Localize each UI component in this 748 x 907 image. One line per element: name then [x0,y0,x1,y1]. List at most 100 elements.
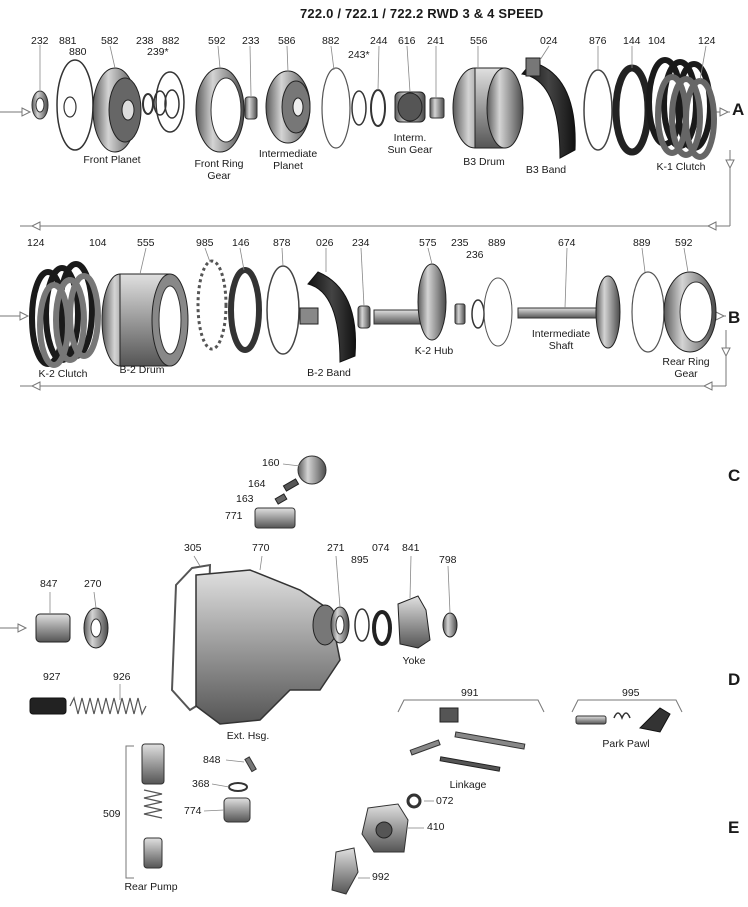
part-556-b3-drum [452,67,524,149]
part-number: 880 [69,46,87,58]
part-number: 991 [461,687,479,699]
part-026-b2-band [299,271,357,363]
part-number: 556 [470,35,488,47]
row-label-a: A [732,100,745,119]
linkage-bracket [397,699,545,713]
part-number: 241 [427,35,445,47]
leader-lines [39,45,707,879]
label-k2-clutch: K-2 Clutch [38,368,88,380]
part-number: 271 [327,542,345,554]
part-124-k2-plates [29,261,101,368]
part-number: 410 [427,821,445,833]
part-number: 592 [208,35,226,47]
part-616-interm-sun-gear [394,91,426,123]
part-number: 616 [398,35,416,47]
part-number: 841 [402,542,420,554]
part-number: 586 [278,35,296,47]
row-a-flow [0,107,735,231]
part-number: 026 [316,237,334,249]
part-number: 024 [540,35,558,47]
label-yoke: Yoke [402,655,426,667]
part-841-yoke [397,595,431,649]
part-305-gasket [170,563,212,712]
part-number: 232 [31,35,49,47]
part-number: 233 [242,35,260,47]
part-770-ext-housing [195,569,341,725]
part-number: 244 [370,35,388,47]
part-586-intermediate-planet [265,70,311,144]
label-k2-hub: K-2 Hub [414,345,454,357]
part-236-ring [471,299,485,329]
label-park-pawl: Park Pawl [602,738,650,750]
part-024-b3-band [521,57,576,159]
part-number: 163 [236,493,254,505]
part-number: 882 [322,35,340,47]
part-number: 305 [184,542,202,554]
part-146-plate [228,267,262,353]
part-number: 995 [622,687,640,699]
part-927-plunger [29,697,67,715]
part-847-gear [35,613,71,643]
row-label-c: C [728,466,741,485]
part-number: 770 [252,542,270,554]
label-interm-sun-gear: Interm. Sun Gear [387,132,433,156]
part-number: 674 [558,237,576,249]
part-number: 509 [103,808,121,820]
part-880-ring [63,96,77,118]
part-881-snapring [56,59,94,151]
part-number: 146 [232,237,250,249]
part-number: 238 [136,35,154,47]
part-number: 881 [59,35,77,47]
part-889-ring [483,277,513,347]
part-895-ring [354,608,370,642]
part-270-bearing [83,607,109,649]
part-number: 895 [351,554,369,566]
label-b3-drum: B3 Drum [463,156,505,168]
label-b3-band: B3 Band [525,164,567,176]
part-926-spring [69,696,147,716]
part-368-oring [228,782,248,792]
part-592-rear-ring-gear [663,271,717,353]
part-number: 160 [262,457,280,469]
part-number: 368 [192,778,210,790]
part-674-intermediate-shaft [517,275,621,349]
part-241-bearing [429,97,445,119]
part-number: 882 [162,35,180,47]
part-number: 072 [436,795,454,807]
label-intermediate-shaft: Intermediate Shaft [531,328,591,352]
part-160-cap [297,455,327,485]
part-233-bearing [244,96,258,120]
part-number: 235 [451,237,469,249]
part-072-ring [406,793,422,809]
part-number: 878 [273,237,291,249]
part-592-front-ring-gear [195,67,245,153]
part-582-front-planet [92,67,142,153]
part-238-washer [142,93,154,115]
part-163-spring [274,493,288,505]
label-k1-clutch: K-1 Clutch [656,161,706,173]
park-bracket [571,699,683,713]
part-number: 124 [698,35,716,47]
part-number: 926 [113,671,131,683]
part-number: 243* [348,49,370,61]
part-number: 104 [89,237,107,249]
part-234-bearing [357,305,371,329]
part-991-linkage [409,707,526,772]
part-number: 992 [372,871,390,883]
rear-pump-bracket [125,745,134,879]
part-878-snapring [266,265,300,355]
part-882-ring [155,71,185,133]
part-243-ring [351,90,367,126]
row-d-flow [0,623,28,633]
part-882-ring-b [321,67,351,149]
part-number: 555 [137,237,155,249]
row-label-d: D [728,670,741,689]
row-label-e: E [728,818,740,837]
part-239-ring [153,90,167,116]
part-number: 124 [27,237,45,249]
label-ext-hsg: Ext. Hsg. [226,730,270,742]
label-b2-band: B-2 Band [307,367,351,379]
part-995-park-pawl [575,707,671,733]
part-number: 164 [248,478,266,490]
